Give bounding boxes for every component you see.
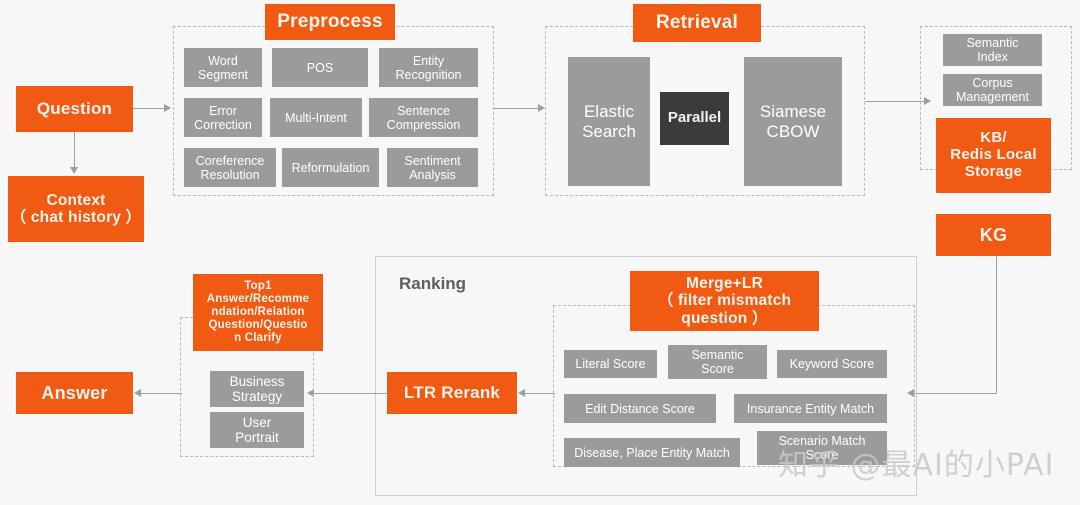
connector-output-answer [140,393,182,395]
score-label: Insurance Entity Match [746,401,875,416]
node-question-label: Question [36,99,113,119]
node-business-strategy[interactable]: Business Strategy [210,371,304,407]
connector-ltr-output [313,393,388,395]
connector-scores-ltr [524,393,555,395]
user-portrait-label: User Portrait [235,414,279,445]
preprocess-item-sentiment-analysis[interactable]: Sentiment Analysis [387,148,478,187]
preprocess-item-label: Sentence Compression [386,103,461,132]
preprocess-item-coreference-resolution[interactable]: Coreference Resolution [184,148,276,187]
storage-item-label: Semantic Index [966,36,1019,64]
merge-lr-badge[interactable]: Merge+LR （ filter mismatch question ） [630,271,819,331]
storage-item-kb-redis-local-storage[interactable]: KB/ Redis Local Storage [936,118,1051,193]
preprocess-title-badge: Preprocess [265,4,395,40]
preprocess-item-label: POS [306,60,334,75]
score-scenario-match[interactable]: Scenario Match Score [757,431,887,465]
connector-output-answer-arrow [134,389,141,397]
node-top1[interactable]: Top1 Answer/Recomme ndation/Relation Que… [193,274,323,351]
preprocess-item-label: Multi-Intent [285,110,347,125]
connector-question-context-arrow [70,167,78,174]
connector-retrieval-storage-arrow [924,97,931,105]
preprocess-title-label: Preprocess [277,11,383,33]
ranking-title-label: Ranking [399,274,467,293]
score-literal[interactable]: Literal Score [564,350,657,378]
node-context[interactable]: Context （ chat history ） [8,176,144,242]
connector-retrieval-storage [865,101,925,103]
storage-item-label: Corpus Management [956,76,1029,104]
preprocess-item-error-correction[interactable]: Error Correction [184,98,262,137]
connector-kg-to-ranking-arrow [907,389,914,397]
top1-label: Top1 Answer/Recomme ndation/Relation Que… [206,280,310,344]
merge-lr-label: Merge+LR （ filter mismatch question ） [657,274,792,327]
storage-item-kg[interactable]: KG [936,214,1051,256]
node-context-label: Context （ chat history ） [10,191,142,226]
preprocess-item-multi-intent[interactable]: Multi-Intent [270,98,362,137]
preprocess-item-entity-recognition[interactable]: Entity Recognition [379,48,478,87]
preprocess-item-reformulation[interactable]: Reformulation [282,148,379,187]
preprocess-item-label: Entity Recognition [395,53,462,82]
retrieval-parallel[interactable]: Parallel [660,92,729,145]
score-label: Edit Distance Score [585,401,695,416]
retrieval-item-label: Elastic Search [582,102,636,141]
preprocess-item-label: Coreference Resolution [195,153,265,182]
preprocess-item-label: Sentiment Analysis [404,153,461,182]
retrieval-title-badge: Retrieval [633,4,761,42]
connector-scores-ltr-arrow [518,389,525,397]
storage-item-label: KB/ Redis Local Storage [950,129,1037,180]
storage-item-label: KG [979,224,1008,245]
connector-preprocess-retrieval [494,108,539,110]
connector-ltr-output-arrow [307,389,314,397]
connector-preprocess-retrieval-arrow [538,104,545,112]
score-label: Scenario Match Score [778,434,866,462]
preprocess-item-label: Word Segment [197,53,249,82]
business-strategy-label: Business Strategy [229,373,285,404]
score-insurance-entity-match[interactable]: Insurance Entity Match [734,394,887,423]
node-question[interactable]: Question [16,86,133,132]
answer-label: Answer [41,382,108,403]
connector-kg-down [996,256,998,394]
score-label: Disease, Place Entity Match [574,445,730,460]
retrieval-item-label: Siamese CBOW [759,102,827,141]
preprocess-item-sentence-compression[interactable]: Sentence Compression [369,98,478,137]
node-answer[interactable]: Answer [16,372,133,414]
connector-question-preprocess [133,108,165,110]
storage-item-corpus-management[interactable]: Corpus Management [943,74,1042,106]
ltr-rerank-label: LTR Rerank [403,383,501,403]
score-label: Literal Score [575,357,646,371]
ranking-container [375,256,917,496]
score-edit-distance[interactable]: Edit Distance Score [564,394,716,423]
node-user-portrait[interactable]: User Portrait [210,412,304,448]
score-semantic[interactable]: Semantic Score [668,345,767,379]
preprocess-item-label: Reformulation [291,160,370,175]
retrieval-elastic-search[interactable]: Elastic Search [568,57,650,186]
node-ltr-rerank[interactable]: LTR Rerank [387,372,517,414]
connector-question-preprocess-arrow [164,104,171,112]
connector-kg-to-ranking [913,393,997,395]
retrieval-item-label: Parallel [667,109,722,127]
storage-item-semantic-index[interactable]: Semantic Index [943,34,1042,66]
preprocess-item-pos[interactable]: POS [272,48,368,87]
preprocess-item-label: Error Correction [194,103,252,132]
score-label: Keyword Score [789,357,875,371]
retrieval-siamese-cbow[interactable]: Siamese CBOW [744,57,842,186]
score-label: Semantic Score [691,348,744,376]
connector-question-context [74,132,76,168]
score-disease-place-entity-match[interactable]: Disease, Place Entity Match [564,438,740,467]
retrieval-title-label: Retrieval [655,12,739,34]
preprocess-item-word-segment[interactable]: Word Segment [184,48,262,87]
score-keyword[interactable]: Keyword Score [777,350,887,378]
